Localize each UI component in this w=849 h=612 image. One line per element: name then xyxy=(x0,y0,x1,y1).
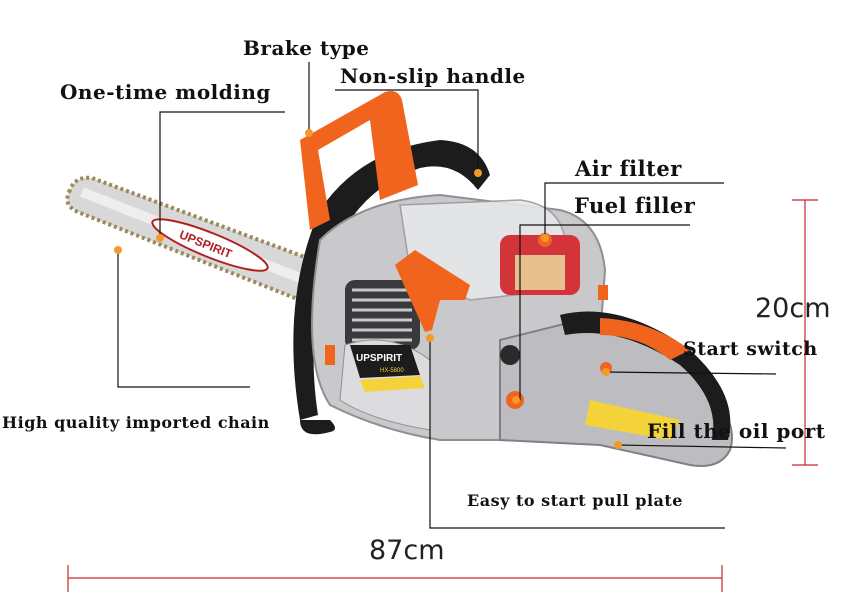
label-fuel-filler: Fuel filler xyxy=(574,193,696,218)
height-dimension-line xyxy=(792,199,818,466)
wrap-handle xyxy=(293,140,490,420)
pull-plate-leader xyxy=(429,338,725,529)
height-dimension-text: 20cm xyxy=(755,293,831,324)
label-fill-oil-port: Fill the oil port xyxy=(647,419,826,443)
non-slip-handle-leader xyxy=(335,89,479,172)
chain-leader xyxy=(117,248,250,388)
air-filter-leader xyxy=(544,182,724,238)
length-dimension-line xyxy=(67,565,723,592)
chain-dot xyxy=(114,246,122,254)
fuel-filler-dot xyxy=(512,396,520,404)
oil-port-leader xyxy=(617,444,787,449)
one-time-molding-dot xyxy=(156,234,164,242)
start-switch-dot xyxy=(602,368,610,376)
one-time-molding-leader xyxy=(159,111,285,238)
brake-handle xyxy=(300,91,418,230)
body-brand: UPSPIRIT xyxy=(356,353,402,364)
model-number: HX-5800 xyxy=(380,368,404,374)
non-slip-handle-dot xyxy=(474,169,482,177)
fuel-filler-leader xyxy=(519,224,690,400)
brake-type-dot xyxy=(305,129,313,137)
guide-bar: UPSPIRIT xyxy=(65,175,321,303)
label-start-switch: Start switch xyxy=(683,338,818,360)
label-chain: High quality imported chain xyxy=(2,413,270,432)
oil-port-dot xyxy=(614,441,622,449)
length-dimension-text: 87cm xyxy=(369,535,445,566)
label-air-filter: Air filter xyxy=(575,156,682,181)
air-filter-dot xyxy=(541,234,549,242)
label-non-slip-handle: Non-slip handle xyxy=(340,64,526,88)
pull-plate-dot xyxy=(426,334,434,342)
label-pull-plate: Easy to start pull plate xyxy=(467,491,683,510)
start-switch-leader xyxy=(605,371,777,375)
label-one-time-molding: One-time molding xyxy=(60,80,271,104)
label-brake-type: Brake type xyxy=(243,36,370,60)
